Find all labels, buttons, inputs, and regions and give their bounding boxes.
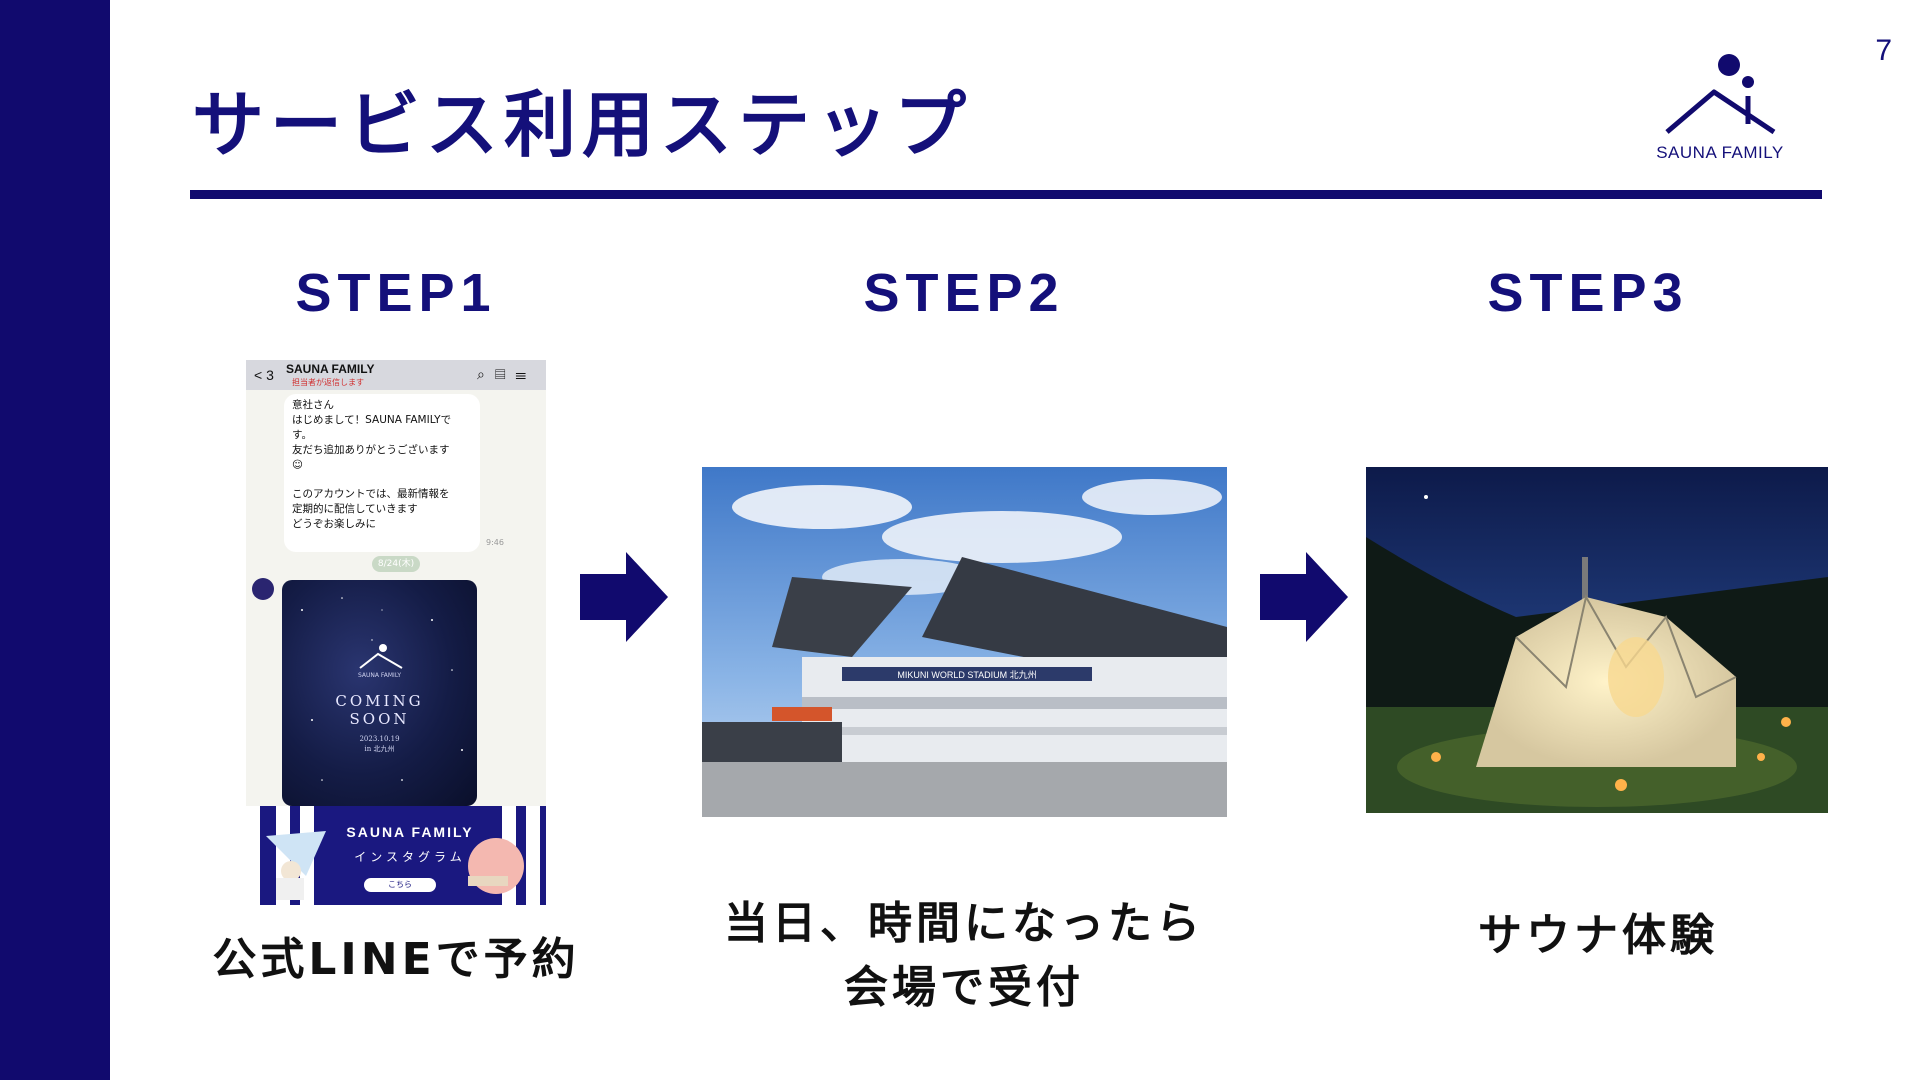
- coming-soon-poster: SAUNA FAMILY COMING SOON 2023.10.19 in 北…: [282, 580, 477, 806]
- step3-label: STEP3: [1487, 263, 1689, 323]
- line-status: 担当者が返信します: [292, 378, 364, 387]
- avatar: [252, 578, 274, 600]
- message-line: 友だち追加ありがとうございます: [292, 444, 450, 456]
- step2-label: STEP2: [863, 263, 1065, 323]
- arrow-right-icon: [1260, 552, 1348, 642]
- message-line: このアカウントでは、最新情報を: [292, 488, 450, 500]
- step2-caption: 当日、時間になったら 会場で受付: [724, 898, 1204, 1013]
- line-header: < 3 SAUNA FAMILY 担当者が返信します ⌕▤☰: [246, 360, 546, 390]
- stadium-sign: MIKUNI WORLD STADIUM 北九州: [897, 670, 1036, 680]
- slide-title: サービス利用ステップ: [192, 83, 973, 167]
- line-chat-screenshot: < 3 SAUNA FAMILY 担当者が返信します ⌕▤☰ 意社さん はじめま…: [246, 360, 546, 905]
- poster-headline: COMING SOON: [335, 692, 424, 728]
- message-line: はじめまして！SAUNA FAMILYで: [292, 414, 452, 426]
- welcome-message-bubble: 意社さん はじめまして！SAUNA FAMILYで す。 友だち追加ありがとうご…: [284, 394, 480, 552]
- instagram-banner: SAUNA FAMILY インスタグラム こちら: [246, 806, 546, 905]
- message-line: 定期的に配信していきます: [292, 503, 418, 515]
- starfield: [301, 597, 463, 781]
- banner-subtitle: インスタグラム: [354, 850, 466, 864]
- poster-date: 2023.10.19 in 北九州: [359, 735, 400, 753]
- arrow-right-icon: [580, 552, 668, 642]
- line-account-name: SAUNA FAMILY: [286, 362, 375, 376]
- person-illustration-icon: [266, 831, 326, 900]
- back-chevron-icon: < 3: [254, 367, 274, 383]
- message-time: 9:46: [486, 538, 504, 547]
- brand-name: SAUNA FAMILY: [1656, 143, 1784, 162]
- side-bar: [0, 0, 110, 1080]
- relaxing-person-icon: [468, 838, 524, 894]
- stadium-photo: MIKUNI WORLD STADIUM 北九州: [702, 467, 1227, 817]
- date-separator: 8/24(木): [372, 556, 420, 572]
- title-divider: [190, 190, 1822, 199]
- brand-logo: SAUNA FAMILY: [1640, 50, 1800, 170]
- banner-title: SAUNA FAMILY: [346, 824, 474, 840]
- step1-label: STEP1: [295, 263, 497, 323]
- sauna-tent-photo: [1366, 467, 1828, 813]
- banner-button[interactable]: こちら: [364, 878, 436, 892]
- step1-caption: 公式LINEで予約: [212, 934, 580, 985]
- poster-logo: SAUNA FAMILY: [357, 672, 402, 679]
- sauna-house-icon: [1665, 54, 1776, 135]
- page-number: 7: [1875, 34, 1892, 67]
- search-list-menu-icons: ⌕▤☰: [477, 366, 536, 382]
- stadium-sign-panel: [842, 667, 1092, 681]
- step3-caption: サウナ体験: [1478, 910, 1718, 961]
- message-line: す。: [292, 429, 312, 441]
- emoji-icon: ☺: [292, 459, 303, 471]
- message-line: どうぞお楽しみに: [292, 518, 376, 530]
- message-line: 意社さん: [292, 399, 334, 411]
